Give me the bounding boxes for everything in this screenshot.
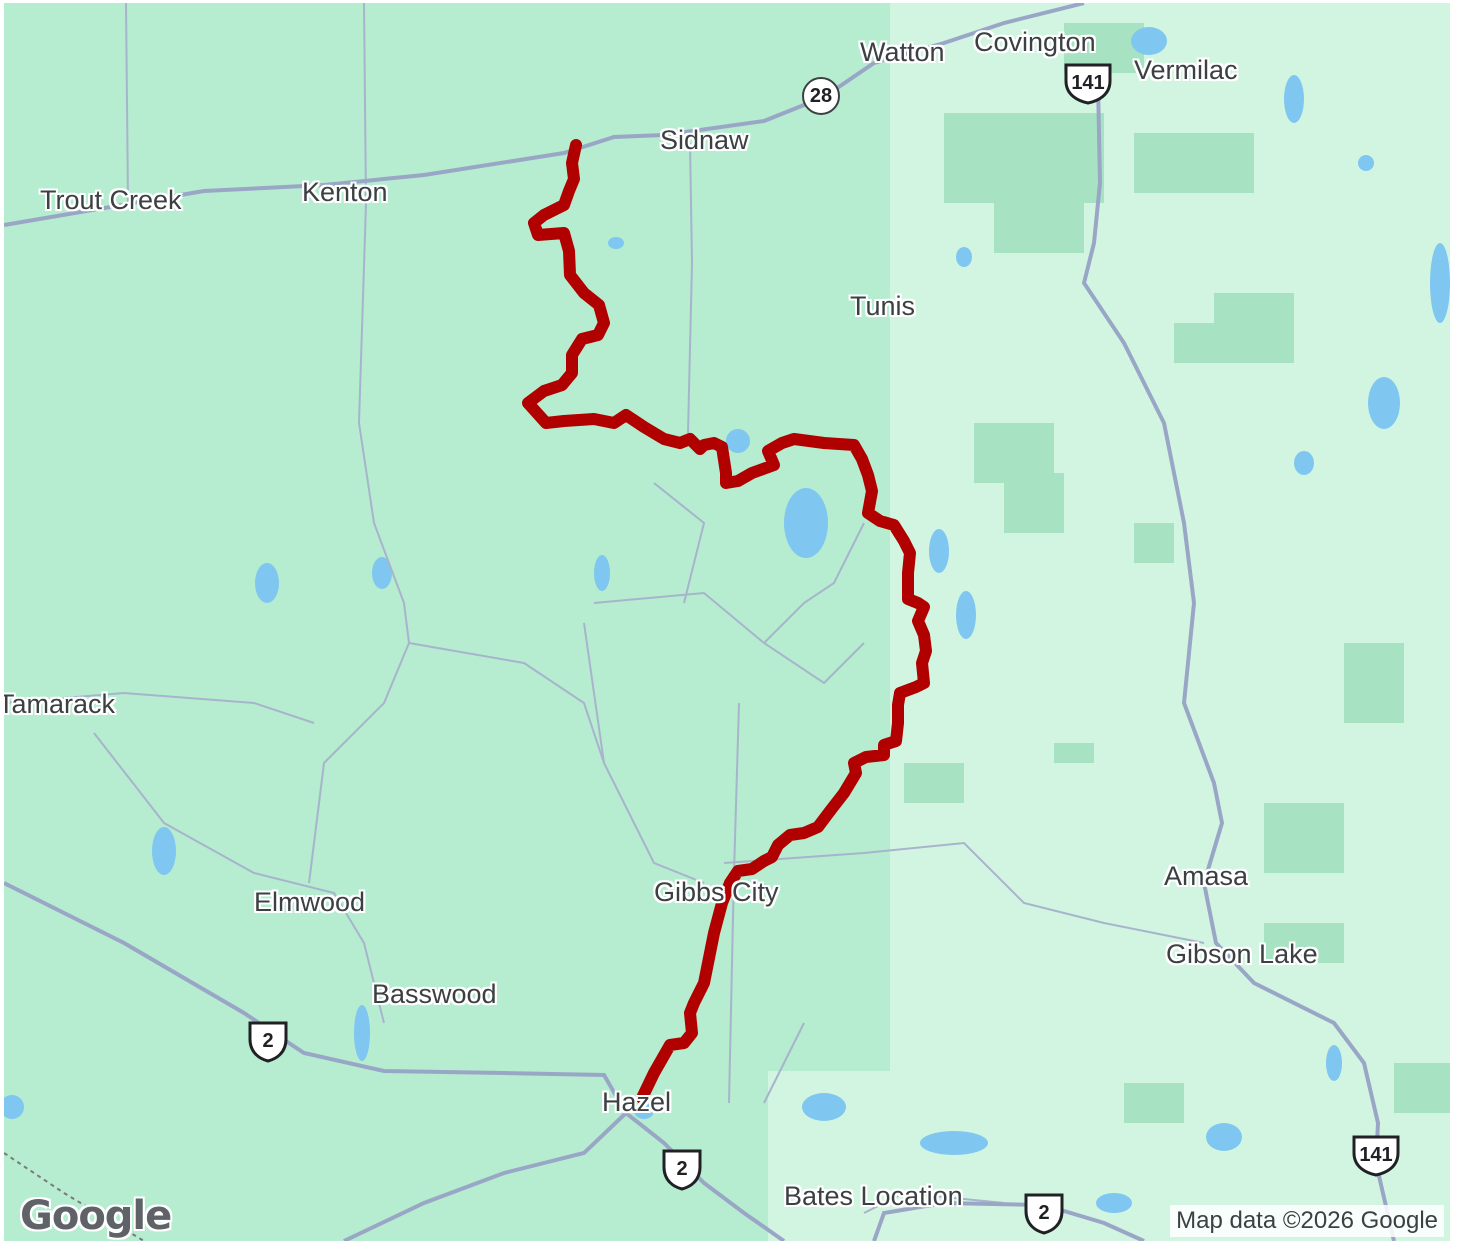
place-label-tunis: Tunis bbox=[850, 291, 916, 321]
shield-number: 2 bbox=[676, 1157, 688, 1180]
minor-roads bbox=[4, 3, 1205, 1214]
route-line[interactable] bbox=[522, 139, 932, 1104]
shield-number: 2 bbox=[1038, 1201, 1050, 1224]
place-label-sidnaw: Sidnaw bbox=[660, 125, 749, 155]
state-route-shield-icon: 28 bbox=[802, 77, 840, 115]
us-route-shield-icon: 141 bbox=[1350, 1133, 1402, 1177]
map-base-layer bbox=[4, 3, 1450, 1241]
place-label-basswood: Basswood bbox=[372, 979, 497, 1009]
place-label-watton: Watton bbox=[860, 37, 945, 67]
shield-number: 28 bbox=[809, 84, 833, 107]
forest-patches bbox=[904, 23, 1450, 1123]
place-label-bates-location: Bates Location bbox=[784, 1181, 963, 1211]
shield-number: 141 bbox=[1359, 1143, 1393, 1166]
place-label-amasa: Amasa bbox=[1164, 861, 1249, 891]
place-label-gibson-lake: Gibson Lake bbox=[1166, 939, 1318, 969]
place-label-gibbs-city: Gibbs City bbox=[654, 877, 779, 907]
place-label-covington: Covington bbox=[974, 27, 1096, 57]
place-label-hazel: Hazel bbox=[602, 1087, 672, 1117]
us-route-shield-icon: 2 bbox=[246, 1019, 290, 1063]
us-route-shield-icon: 2 bbox=[660, 1147, 704, 1191]
map-canvas[interactable]: Watton Covington Vermilac Sidnaw Trout C… bbox=[4, 3, 1450, 1241]
shield-number: 141 bbox=[1071, 71, 1105, 94]
light-land-region bbox=[890, 3, 1450, 1241]
place-label-kenton: Kenton bbox=[302, 177, 388, 207]
google-logo: Google bbox=[20, 1193, 172, 1239]
place-label-vermilac: Vermilac bbox=[1134, 55, 1238, 85]
us-route-shield-icon: 141 bbox=[1062, 61, 1114, 105]
major-roads bbox=[4, 3, 1396, 1241]
place-label-trout-creek: Trout Creek bbox=[40, 185, 182, 215]
county-boundary bbox=[4, 1152, 145, 1241]
lakes bbox=[4, 27, 1450, 1213]
place-label-tamarack: Tamarack bbox=[4, 689, 116, 719]
us-route-shield-icon: 2 bbox=[1022, 1191, 1066, 1235]
shield-number: 2 bbox=[262, 1029, 274, 1052]
map-attribution[interactable]: Map data ©2026 Google bbox=[1170, 1205, 1444, 1237]
place-label-elmwood: Elmwood bbox=[254, 887, 366, 917]
